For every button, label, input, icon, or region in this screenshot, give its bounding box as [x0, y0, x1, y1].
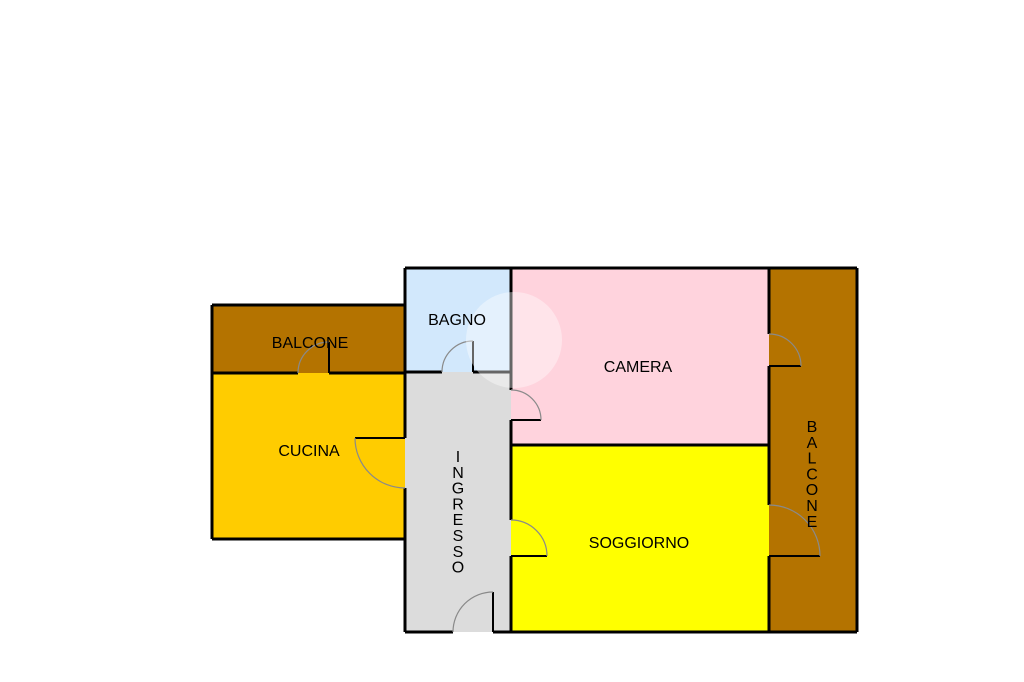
door-swing-balcone-right-top: [769, 334, 801, 366]
door-swings: [298, 334, 820, 632]
door-balcone-right-top: [768, 333, 802, 367]
door-swing-camera: [511, 390, 541, 420]
door-balcone-left: [297, 341, 330, 374]
door-camera: [510, 389, 542, 421]
door-swing-cucina: [355, 438, 405, 488]
door-swing-balcone-right-bottom: [769, 505, 820, 556]
room-soggiorno: [511, 445, 769, 632]
door-cucina: [354, 437, 406, 489]
door-swing-ingresso: [453, 592, 493, 632]
door-ingresso-entrance: [452, 591, 494, 633]
walls: [210, 266, 859, 634]
door-balcone-right-bottom: [768, 504, 821, 557]
door-swing-bagno: [442, 341, 473, 372]
watermark-circle: [466, 292, 562, 388]
label-bagno: BAGNO: [428, 312, 486, 329]
door-bagno: [441, 340, 474, 373]
label-camera: CAMERA: [604, 359, 673, 376]
room-camera: [511, 268, 769, 445]
room-ingresso: [405, 372, 511, 632]
doors: [297, 333, 821, 633]
door-swing-balcone-left: [298, 342, 329, 373]
label-cucina: CUCINA: [278, 443, 340, 460]
label-balcone-left: BALCONE: [272, 335, 348, 352]
door-soggiorno: [510, 519, 548, 557]
label-soggiorno: SOGGIORNO: [589, 535, 689, 552]
door-swing-soggiorno: [511, 520, 547, 556]
room-balcone-right: [769, 268, 857, 632]
